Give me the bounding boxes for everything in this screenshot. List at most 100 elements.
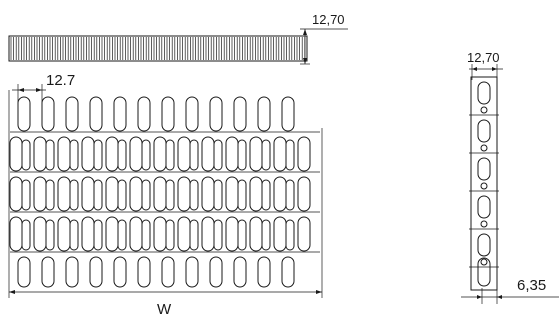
module-slot bbox=[65, 256, 79, 288]
module-slot bbox=[65, 96, 79, 132]
module-slot bbox=[9, 136, 23, 172]
module-slot bbox=[117, 219, 127, 251]
module-slot bbox=[21, 219, 31, 251]
module-slot bbox=[249, 176, 263, 212]
module-slot bbox=[281, 96, 295, 132]
module-slot bbox=[117, 179, 127, 211]
module-slot bbox=[257, 96, 271, 132]
module-slot bbox=[137, 256, 151, 288]
module-slot bbox=[201, 136, 215, 172]
module-slot bbox=[165, 139, 175, 171]
module-slot bbox=[209, 256, 223, 288]
module-slot bbox=[165, 219, 175, 251]
belt-plan-view bbox=[8, 84, 323, 298]
module-slot bbox=[297, 216, 311, 252]
module-slots bbox=[9, 96, 320, 288]
side-link-slot bbox=[477, 157, 491, 181]
module-slot bbox=[117, 139, 127, 171]
module-slot bbox=[209, 96, 223, 132]
module-slot bbox=[261, 179, 271, 211]
module-slot bbox=[105, 216, 119, 252]
side-thickness-label: 6,35 bbox=[517, 277, 546, 294]
module-slot bbox=[281, 256, 295, 288]
edge-striations bbox=[10, 37, 306, 60]
module-slot bbox=[285, 219, 295, 251]
module-slot bbox=[185, 96, 199, 132]
module-slot bbox=[237, 179, 247, 211]
module-slot bbox=[17, 96, 31, 132]
side-link-pin bbox=[480, 182, 488, 190]
module-slot bbox=[41, 256, 55, 288]
side-view-links bbox=[469, 81, 499, 287]
module-slot bbox=[89, 256, 103, 288]
module-slot bbox=[9, 176, 23, 212]
side-link-slot bbox=[477, 233, 491, 257]
module-slot bbox=[225, 136, 239, 172]
module-slot bbox=[225, 176, 239, 212]
side-link-pin bbox=[480, 258, 488, 266]
module-slot bbox=[201, 176, 215, 212]
module-slot bbox=[189, 139, 199, 171]
module-slot bbox=[89, 96, 103, 132]
module-slot bbox=[9, 216, 23, 252]
module-slot bbox=[273, 216, 287, 252]
module-slot bbox=[57, 176, 71, 212]
module-slot bbox=[257, 256, 271, 288]
module-slot bbox=[21, 179, 31, 211]
module-slot bbox=[273, 176, 287, 212]
module-slot bbox=[81, 176, 95, 212]
side-link-pin bbox=[480, 144, 488, 152]
module-slot bbox=[129, 176, 143, 212]
module-slot bbox=[177, 136, 191, 172]
module-slot bbox=[185, 256, 199, 288]
module-slot bbox=[153, 136, 167, 172]
module-slot bbox=[113, 256, 127, 288]
module-slot bbox=[237, 139, 247, 171]
edge-view-strip bbox=[8, 28, 348, 65]
side-link-slot bbox=[477, 195, 491, 219]
module-slot bbox=[161, 96, 175, 132]
module-slot bbox=[93, 219, 103, 251]
module-slot bbox=[189, 179, 199, 211]
width-label: W bbox=[157, 301, 172, 318]
module-slot bbox=[69, 179, 79, 211]
module-slot bbox=[225, 216, 239, 252]
module-slot bbox=[233, 96, 247, 132]
module-slot bbox=[189, 219, 199, 251]
module-slot bbox=[141, 179, 151, 211]
module-slot bbox=[57, 216, 71, 252]
module-slot bbox=[69, 219, 79, 251]
module-slot bbox=[81, 136, 95, 172]
module-slot bbox=[113, 96, 127, 132]
module-slot bbox=[261, 139, 271, 171]
module-slot bbox=[285, 139, 295, 171]
side-pitch-label: 12,70 bbox=[467, 50, 500, 65]
module-slot bbox=[201, 216, 215, 252]
module-slot bbox=[213, 139, 223, 171]
module-slot bbox=[81, 216, 95, 252]
module-slot bbox=[45, 179, 55, 211]
module-slot bbox=[105, 136, 119, 172]
module-slot bbox=[161, 256, 175, 288]
module-slot bbox=[177, 176, 191, 212]
module-slot bbox=[297, 136, 311, 172]
module-slot bbox=[93, 179, 103, 211]
module-slot bbox=[273, 136, 287, 172]
side-link-slot bbox=[477, 119, 491, 143]
side-link-slot bbox=[477, 257, 491, 287]
module-slot bbox=[93, 139, 103, 171]
module-slot bbox=[141, 139, 151, 171]
module-slot bbox=[297, 176, 311, 212]
module-slot bbox=[45, 219, 55, 251]
module-slot bbox=[165, 179, 175, 211]
side-link-pin bbox=[480, 106, 488, 114]
module-slot bbox=[17, 256, 31, 288]
pitch-label: 12.7 bbox=[46, 72, 75, 89]
module-slot bbox=[249, 136, 263, 172]
module-slot bbox=[45, 139, 55, 171]
module-slot bbox=[249, 216, 263, 252]
side-view bbox=[461, 64, 559, 304]
module-slot bbox=[69, 139, 79, 171]
module-slot bbox=[213, 179, 223, 211]
